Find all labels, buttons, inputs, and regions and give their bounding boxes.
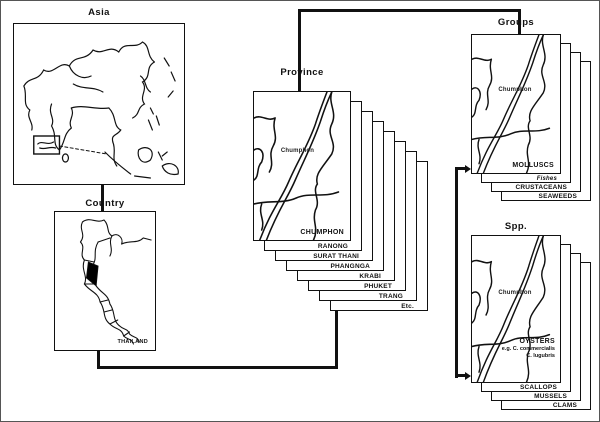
species-example-line: e.g. C. commercialis: [501, 346, 555, 353]
connector-groups-species-v: [455, 168, 458, 378]
stacked-card-label: CRUSTACEANS: [515, 184, 567, 191]
species-front-label: OYSTERS: [519, 337, 555, 345]
province-map-label: Chumphon: [280, 148, 315, 155]
country-name-label: THAILAND: [117, 339, 148, 345]
stacked-card-label: KRABI: [359, 273, 381, 280]
asia-map-sketch: [23, 41, 179, 179]
country-title: Country: [85, 198, 125, 209]
species-map-label: Chumphon: [498, 290, 532, 297]
species-front-card: Chumphon OYSTERS e.g. C. commercialis C.…: [471, 235, 561, 383]
asia-title: Asia: [88, 7, 110, 18]
stacked-card-label: TRANG: [378, 293, 403, 300]
country-map-box: THAILAND: [54, 211, 156, 351]
asia-map-box: [13, 23, 185, 185]
stacked-card-label: SCALLOPS: [520, 384, 557, 391]
province-title: Province: [280, 67, 324, 78]
groups-map-label: Chumphon: [498, 87, 532, 94]
stacked-card-label: CLAMS: [552, 402, 577, 409]
connector-country-province-h: [97, 366, 338, 369]
thailand-map-sketch: [79, 219, 152, 345]
connector-groups-species-stub-top: [455, 167, 467, 170]
stacked-card-label: Etc.: [401, 303, 414, 310]
groups-front-label: MOLLUSCS: [512, 162, 554, 169]
connector-country-province-v1: [97, 351, 100, 369]
connector-province-groups-v1: [298, 9, 301, 91]
arrowhead-into-groups: [465, 164, 471, 173]
species-example-line2: C. lugubris: [526, 353, 555, 360]
stacked-card-label: RANONG: [317, 243, 348, 250]
connector-country-province-v2: [335, 309, 338, 369]
arrowhead-into-species: [465, 371, 471, 380]
connector-province-groups-v2: [518, 9, 521, 34]
province-front-card: Chumphon CHUMPHON: [253, 91, 351, 241]
species-title: Spp.: [504, 221, 528, 232]
stacked-card-label: Fishes: [536, 176, 557, 182]
connector-province-groups-h: [298, 9, 521, 12]
species-map-sketch: [472, 236, 551, 382]
groups-front-card: Chumphon MOLLUSCS: [471, 34, 561, 174]
groups-map-sketch: [472, 35, 551, 173]
stacked-card-label: SEAWEEDS: [538, 193, 577, 200]
connector-groups-species-stub-bottom: [455, 374, 467, 377]
groups-title: Groups: [497, 17, 535, 28]
connector-asia-country: [101, 185, 104, 216]
province-front-label: CHUMPHON: [300, 229, 344, 236]
stacked-card-label: SURAT THANI: [313, 253, 359, 260]
species-front-text-block: OYSTERS e.g. C. commercialis C. lugubris: [502, 338, 555, 361]
stacked-card-label: PHANGNGA: [330, 263, 370, 270]
stacked-card-label: MUSSELS: [534, 393, 567, 400]
province-map-sketch: [254, 92, 340, 240]
stacked-card-label: PHUKET: [364, 283, 392, 290]
